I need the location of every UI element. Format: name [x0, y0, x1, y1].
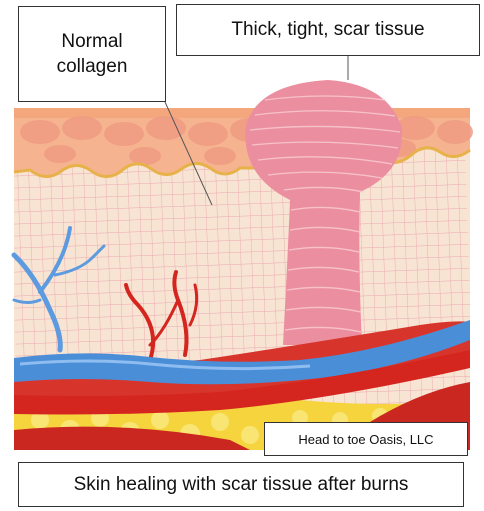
caption: Skin healing with scar tissue after burn… — [18, 462, 464, 507]
credit-label: Head to toe Oasis, LLC — [264, 422, 468, 456]
scar-tissue-label: Thick, tight, scar tissue — [176, 4, 480, 56]
normal-collagen-label: Normal collagen — [18, 6, 166, 102]
